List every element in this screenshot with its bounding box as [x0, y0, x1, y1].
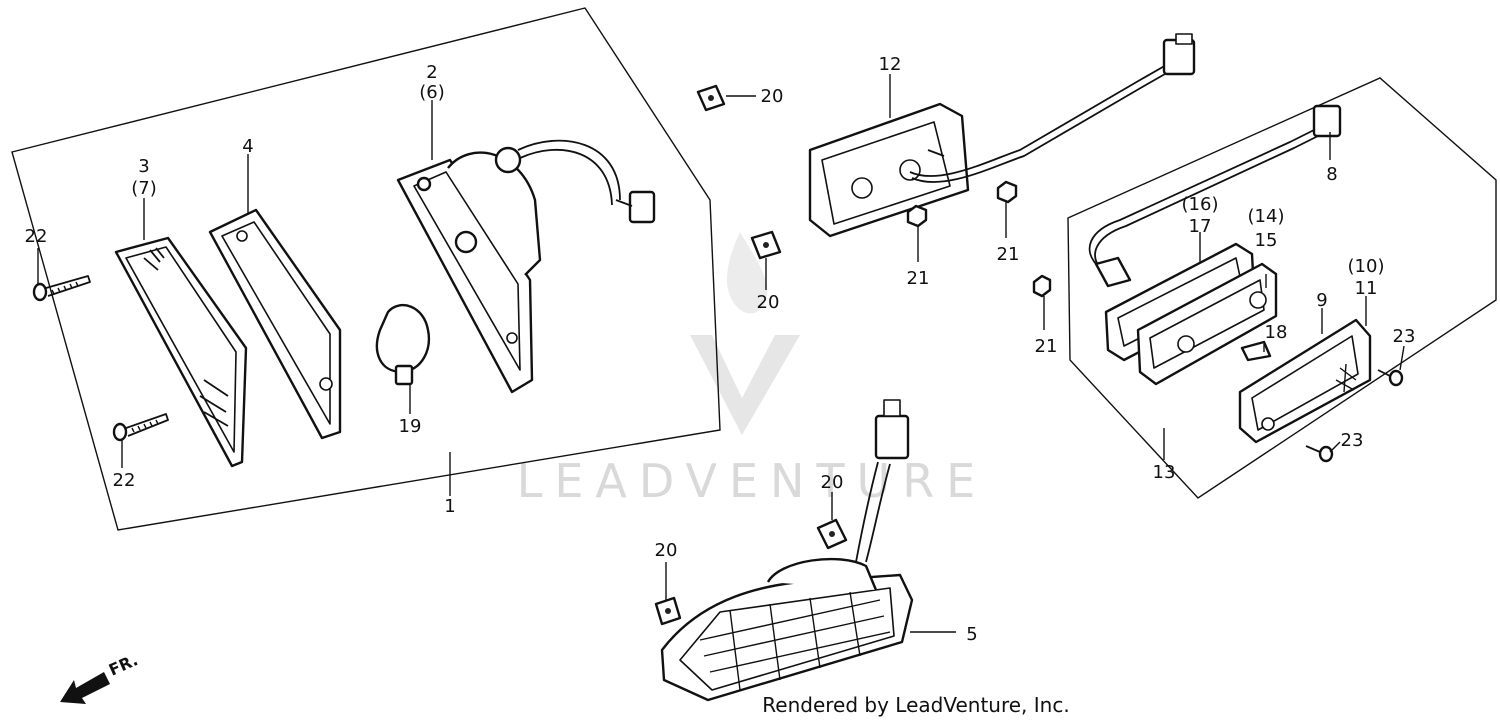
screw-22-top	[32, 275, 91, 302]
lens-part-3	[114, 236, 248, 468]
callout-22-top: 22	[25, 226, 48, 247]
credit-text: Rendered by LeadVenture, Inc.	[762, 693, 1069, 717]
watermark-text: LEADVENTURE	[517, 454, 988, 508]
callout-6: (6)	[419, 82, 445, 103]
callout-3: 3	[138, 156, 149, 177]
screw-22-bottom	[112, 413, 169, 442]
nut-21-right	[996, 180, 1018, 204]
callout-20-lamp: 20	[821, 472, 844, 493]
front-arrow-icon	[60, 672, 110, 704]
lamp-part-12	[808, 33, 1196, 238]
callout-18: 18	[1265, 322, 1288, 343]
callout-15: 15	[1255, 230, 1278, 251]
callout-20-bottom: 20	[655, 540, 678, 561]
callout-2: 2	[426, 62, 437, 83]
callout-23-lower: 23	[1341, 430, 1364, 451]
lamp-part-5	[660, 399, 914, 702]
front-label: FR.	[106, 650, 141, 679]
bulb-part-19	[375, 303, 431, 386]
screw-23-right	[1377, 369, 1404, 387]
callout-16: (16)	[1182, 194, 1219, 215]
callout-20-middle: 20	[757, 292, 780, 313]
housing-part-15	[1136, 262, 1278, 386]
group-13-outline	[1067, 77, 1497, 499]
callout-21-left: 21	[907, 268, 930, 289]
callout-19: 19	[399, 416, 422, 437]
callout-21-right: 21	[997, 244, 1020, 265]
callout-9: 9	[1316, 290, 1327, 311]
leader-lines	[37, 74, 1405, 633]
clip-20-bottom	[654, 596, 682, 626]
lens-part-11	[1238, 318, 1372, 444]
callout-20-top: 20	[761, 86, 784, 107]
housing-part-2	[396, 139, 656, 394]
callout-5: 5	[966, 624, 977, 645]
callout-12: 12	[879, 54, 902, 75]
callout-21-lower: 21	[1035, 336, 1058, 357]
callout-14: (14)	[1248, 206, 1285, 227]
leadventure-watermark: LEADVENTURE	[517, 232, 988, 508]
group-1-outline	[11, 7, 721, 531]
callout-10: (10)	[1348, 256, 1385, 277]
callout-7: (7)	[131, 178, 157, 199]
screw-18	[1240, 340, 1272, 362]
front-direction-indicator: FR.	[60, 650, 141, 704]
callout-11: 11	[1355, 278, 1378, 299]
clip-20-middle	[750, 230, 782, 260]
callout-23-right: 23	[1393, 326, 1416, 347]
callout-22-bottom: 22	[113, 470, 136, 491]
callout-13: 13	[1153, 462, 1176, 483]
nut-21-left	[906, 204, 928, 228]
callout-4: 4	[242, 136, 253, 157]
callout-1: 1	[444, 496, 455, 517]
screw-23-lower	[1305, 445, 1334, 463]
callout-8: 8	[1326, 164, 1337, 185]
clip-20-lamp	[816, 518, 848, 550]
callout-labels: 2 (6) 3 (7) 4 22 22 19 1 20 20 12 21 21 …	[25, 54, 1416, 645]
nut-21-lower	[1032, 274, 1052, 298]
callout-17: 17	[1189, 216, 1212, 237]
clip-20-top	[696, 84, 726, 112]
socket-wire-part-8	[1088, 104, 1342, 288]
